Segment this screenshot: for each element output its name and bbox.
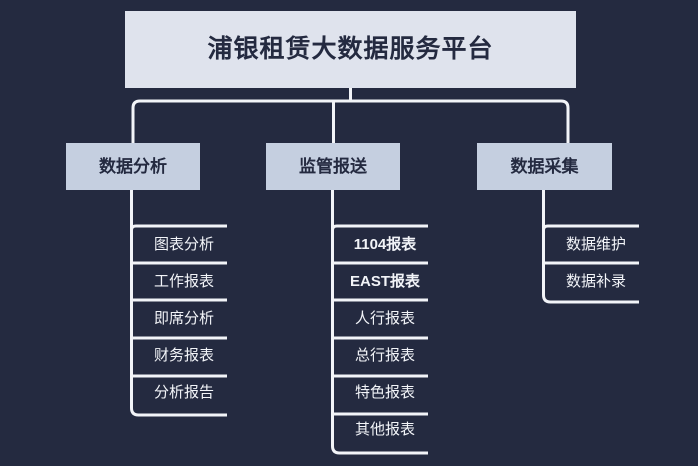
leaf-list-data-collection: 数据维护 数据补录	[543, 226, 639, 300]
branch-node-label: 数据采集	[510, 157, 579, 176]
leaf-item-label: 财务报表	[153, 347, 214, 364]
root-node-label: 浦银租赁大数据服务平台	[207, 35, 494, 63]
leaf-list-regulatory-reporting: 1104报表 EAST报表 人行报表 总行报表 特色报表 其他报表	[332, 226, 428, 448]
leaf-item-label: 分析报告	[153, 384, 214, 401]
leaf-item[interactable]: EAST报表	[332, 263, 428, 300]
leaf-item[interactable]: 总行报表	[332, 337, 428, 374]
leaf-item-label: 数据补录	[565, 273, 626, 290]
leaf-item[interactable]: 即席分析	[131, 300, 227, 337]
branch-node-data-collection[interactable]: 数据采集	[477, 143, 612, 190]
leaf-item[interactable]: 图表分析	[131, 226, 227, 263]
root-node[interactable]: 浦银租赁大数据服务平台	[125, 11, 576, 88]
level2-bus	[131, 99, 570, 143]
leaf-item-label: 图表分析	[153, 236, 214, 253]
leaf-item[interactable]: 人行报表	[332, 300, 428, 337]
leaf-item-label: 即席分析	[153, 310, 214, 327]
branch-node-label: 监管报送	[299, 157, 367, 176]
leaf-item[interactable]: 特色报表	[332, 374, 428, 411]
leaf-item[interactable]: 财务报表	[131, 337, 227, 374]
leaf-item[interactable]: 分析报告	[131, 374, 227, 411]
leaf-item-label: EAST报表	[349, 273, 420, 290]
leaf-item[interactable]: 数据补录	[543, 263, 639, 300]
leaf-list-data-analysis: 图表分析 工作报表 即席分析 财务报表 分析报告	[131, 226, 227, 411]
leaf-item-label: 人行报表	[354, 310, 415, 327]
leaf-item[interactable]: 数据维护	[543, 226, 639, 263]
leaf-item-label: 工作报表	[153, 273, 214, 290]
leaf-item[interactable]: 1104报表	[332, 226, 428, 263]
leaf-item-label: 1104报表	[353, 236, 417, 253]
leaf-item-label: 特色报表	[354, 384, 415, 401]
branch-node-data-analysis[interactable]: 数据分析	[66, 143, 200, 190]
leaf-item[interactable]: 工作报表	[131, 263, 227, 300]
leaf-item-label: 其他报表	[354, 421, 415, 438]
branch-node-label: 数据分析	[99, 157, 167, 176]
branch-node-regulatory-reporting[interactable]: 监管报送	[266, 143, 400, 190]
leaf-item-label: 数据维护	[565, 236, 626, 253]
leaf-item-label: 总行报表	[354, 347, 415, 364]
leaf-item[interactable]: 其他报表	[332, 411, 428, 448]
